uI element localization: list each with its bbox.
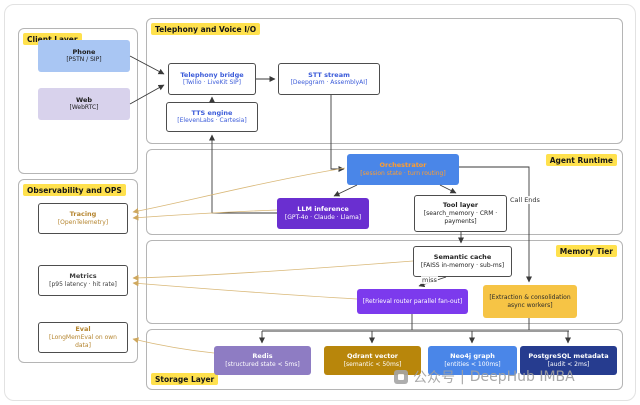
watermark-separator: | (460, 369, 465, 385)
node-tracing: Tracing [OpenTelemetry] (38, 203, 128, 234)
watermark-text-cn: 公众号 (413, 370, 455, 386)
node-semantic-cache: Semantic cache [FAISS in-memory · sub-ms… (413, 246, 512, 277)
watermark: 公众号 | DeepHub IMBA (394, 367, 575, 387)
watermark-text-en: DeepHub IMBA (469, 369, 575, 385)
layer-telephony-label: Telephony and Voice I/O (151, 23, 261, 35)
edge-label-call-ends: Call Ends (509, 196, 541, 204)
node-neo4j: Neo4j graph [entities < 100ms] (428, 346, 517, 375)
node-orchestrator: Orchestrator [session state · turn routi… (347, 154, 459, 185)
page-frame (4, 4, 636, 401)
layer-memory-tier-label: Memory Tier (555, 245, 617, 257)
watermark-logo-icon (394, 370, 408, 384)
node-metrics: Metrics [p95 latency · hit rate] (38, 265, 128, 296)
node-tool-layer: Tool layer [search_memory · CRM · paymen… (414, 195, 507, 232)
node-extraction-workers: [Extraction & consolidation async worker… (483, 285, 577, 318)
layer-observability-label: Observability and OPS (23, 184, 126, 196)
node-web: Web [WebRTC] (38, 88, 130, 120)
edge-label-miss: miss (421, 276, 438, 284)
node-postgresql: PostgreSQL metadata [audit < 2ms] (520, 346, 617, 375)
layer-storage-label: Storage Layer (151, 373, 219, 385)
node-phone: Phone [PSTN / SIP] (38, 40, 130, 72)
node-tts-engine: TTS engine [ElevenLabs · Cartesia] (166, 102, 258, 132)
node-eval: Eval [LongMemEval on own data] (38, 322, 128, 353)
node-llm-inference: LLM inference [GPT-4o · Claude · Llama] (277, 198, 369, 229)
node-redis: Redis [structured state < 5ms] (214, 346, 311, 375)
node-stt-stream: STT stream [Deepgram · AssemblyAI] (278, 63, 380, 95)
node-telephony-bridge: Telephony bridge [Twilio · LiveKit SIP] (168, 63, 256, 95)
node-retrieval-router: [Retrieval router parallel fan-out] (357, 289, 468, 314)
layer-agent-runtime-label: Agent Runtime (545, 154, 617, 166)
